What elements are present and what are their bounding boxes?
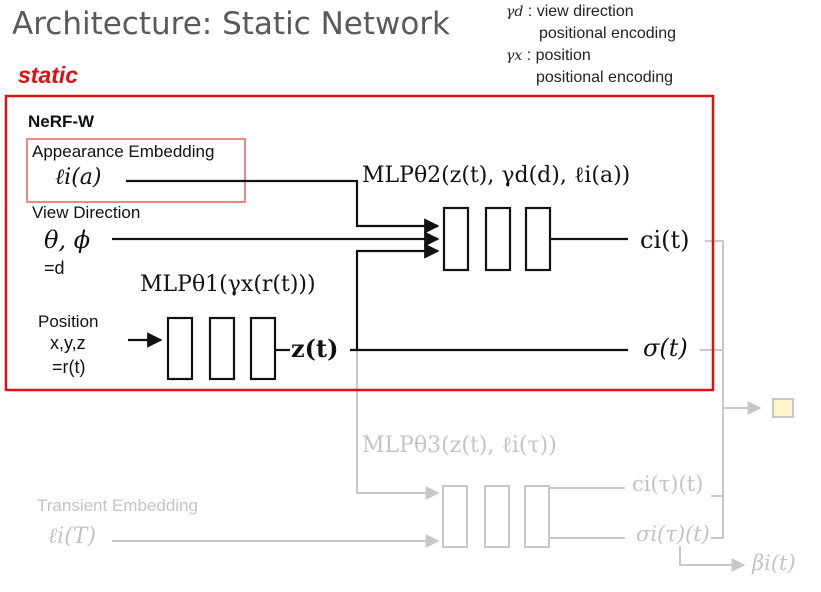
- mlp1-layer-1: [166, 316, 194, 381]
- legend-gamma-x-text2: positional encoding: [536, 69, 673, 86]
- position-vars: x,y,z: [50, 333, 86, 353]
- appearance-symbol: ℓi(a): [55, 165, 102, 190]
- position-label: Position: [38, 312, 99, 331]
- ts-to-render-line: [711, 408, 724, 539]
- z-to-mlp2-arrow: [355, 243, 440, 350]
- mlp2-layer-3: [524, 206, 552, 272]
- tc-to-render-line: [711, 408, 724, 497]
- mlp1-layer-2: [208, 316, 236, 381]
- page-title: Architecture: Static Network: [12, 6, 451, 42]
- transient-sigma-output: σi(τ)(t): [636, 522, 710, 546]
- appearance-arrow: [126, 179, 440, 234]
- mlp3-layer-1: [442, 485, 468, 548]
- transient-color-output: ci(τ)(t): [632, 472, 704, 496]
- legend-gamma-d-text: : view direction: [527, 3, 634, 20]
- sigma-output: σ(t): [643, 334, 688, 362]
- z-to-mlp3-arrow: [356, 350, 440, 500]
- box-title: NeRF-W: [28, 112, 95, 131]
- transient-branch: [112, 240, 762, 572]
- view-symbol: θ, ϕ: [44, 226, 91, 254]
- render-output-square: [772, 398, 794, 418]
- legend-gamma-x-text: : position: [526, 47, 591, 64]
- legend-gamma-d-symbol: γd: [506, 4, 524, 20]
- static-branch: [112, 179, 628, 381]
- appearance-label: Appearance Embedding: [32, 142, 215, 161]
- mlp3-label: MLPθ3(z(t), ℓi(τ)): [362, 433, 557, 458]
- transient-label: Transient Embedding: [37, 496, 198, 515]
- mlp1-layer-3: [249, 316, 277, 381]
- appearance-box: [26, 138, 246, 203]
- legend-gamma-x: γx : position: [506, 47, 591, 65]
- beta-output: βi(t): [752, 551, 796, 575]
- mlp1-label: MLPθ1(γx(r(t))): [140, 272, 316, 297]
- beta-arrow: [679, 546, 746, 572]
- transient-symbol: ℓi(T): [48, 524, 97, 549]
- legend-gamma-d: γd : view direction: [506, 3, 634, 21]
- static-box: [4, 94, 715, 392]
- legend-gamma-d-text2: positional encoding: [539, 25, 676, 42]
- mlp3-layer-2: [484, 485, 510, 548]
- legend-gamma-x-symbol: γx: [506, 48, 523, 64]
- mlp2-layer-2: [484, 206, 512, 272]
- color-output: ci(t): [640, 226, 690, 254]
- view-direction-label: View Direction: [32, 203, 141, 222]
- color-to-render-line: [705, 240, 762, 415]
- mlp2-layer-1: [442, 206, 470, 272]
- position-eq: =r(t): [52, 357, 86, 377]
- mlp3-layer-3: [524, 485, 550, 548]
- mlp2-label: MLPθ2(z(t), γd(d), ℓi(a)): [362, 163, 631, 188]
- view-eq: =d: [44, 258, 65, 278]
- z-output: z(t): [291, 334, 339, 363]
- static-label: static: [18, 62, 79, 88]
